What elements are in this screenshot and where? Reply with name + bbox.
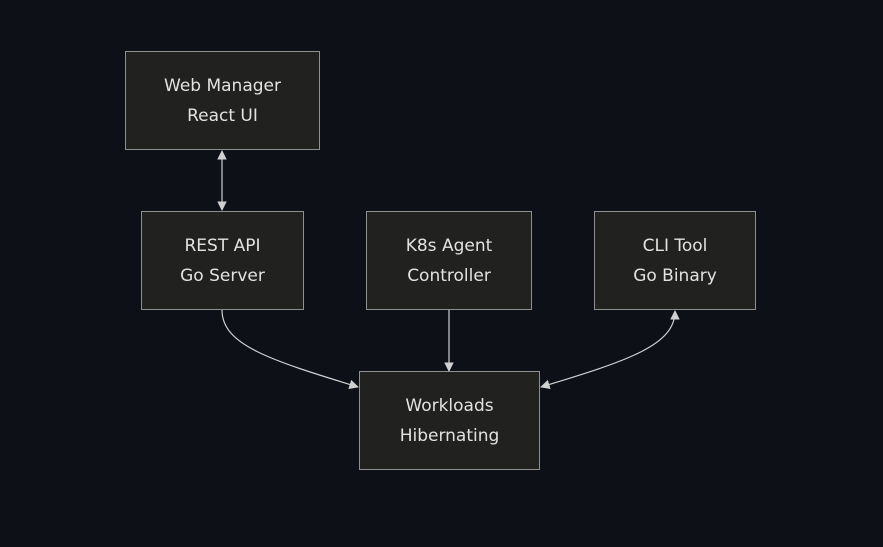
web-manager-title: Web Manager (164, 75, 281, 96)
cli-tool-subtitle: Go Binary (633, 265, 717, 286)
cli-tool-title: CLI Tool (642, 235, 708, 256)
rest-api-subtitle: Go Server (180, 265, 265, 286)
k8s-agent-subtitle: Controller (407, 265, 491, 286)
k8s-agent-node: K8s Agent Controller (366, 211, 532, 310)
rest-api-node: REST API Go Server (141, 211, 304, 310)
k8s-agent-title: K8s Agent (405, 235, 493, 256)
rest-api-title: REST API (184, 235, 261, 256)
edge-rest-api-workloads (221, 309, 359, 390)
edge-cli-tool-workloads (540, 310, 680, 390)
workloads-node: Workloads Hibernating (359, 371, 540, 470)
web-manager-subtitle: React UI (187, 105, 258, 126)
workloads-title: Workloads (405, 395, 494, 416)
workloads-subtitle: Hibernating (399, 425, 500, 446)
web-manager-node: Web Manager React UI (125, 51, 320, 150)
cli-tool-node: CLI Tool Go Binary (594, 211, 756, 310)
